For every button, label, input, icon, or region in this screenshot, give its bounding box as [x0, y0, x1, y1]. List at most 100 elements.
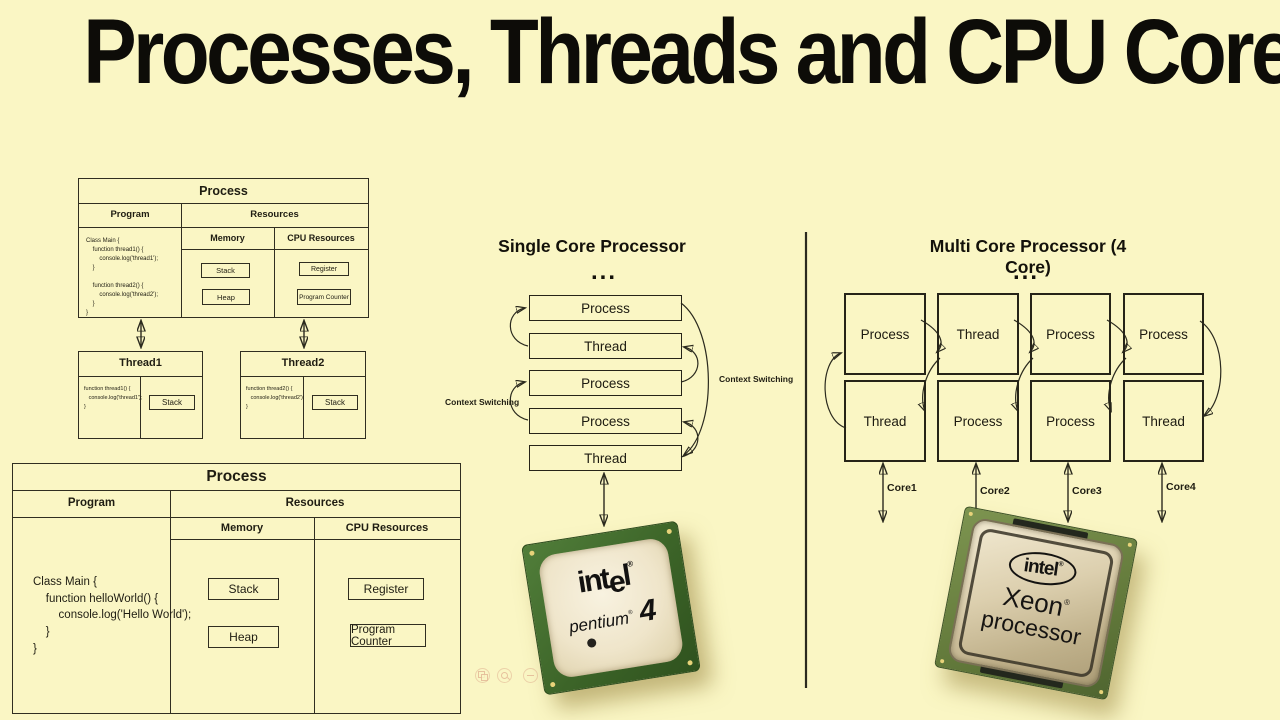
single-core-title: Single Core Processor — [498, 236, 686, 256]
program-code: Class Main { function helloWorld() { con… — [33, 576, 192, 655]
divider — [13, 490, 460, 492]
core-cell: Process — [844, 293, 926, 375]
schedule-box: Thread — [529, 445, 682, 471]
register-box: Register — [299, 262, 349, 276]
program-counter-box: Program Counter — [350, 624, 426, 648]
schedule-box: Thread — [529, 333, 682, 359]
context-switching-label-right: Context Switching — [719, 374, 794, 384]
cpu-resources-header: CPU Resources — [287, 233, 355, 243]
divider — [79, 203, 368, 205]
single-core-dots: ... — [590, 258, 617, 285]
thread1-box: Thread1 function thread1() { console.log… — [78, 351, 203, 439]
core-cell: Thread — [937, 293, 1019, 375]
heap-box: Heap — [202, 289, 250, 305]
chip-corner-dot — [1098, 689, 1104, 695]
magnifier-handle — [506, 676, 510, 680]
schedule-box: Process — [529, 408, 682, 434]
core4-label: Core4 — [1166, 481, 1196, 493]
core-cell: Process — [1123, 293, 1204, 375]
context-switch-arc — [824, 353, 847, 429]
divider — [181, 203, 183, 317]
chip-heat-spreader-outline — [957, 527, 1115, 679]
thread1-title: Thread1 — [119, 357, 162, 369]
multi-core-title: Multi Core Processor (4 Core) — [929, 236, 1127, 277]
program-code: Class Main { function thread1() { consol… — [86, 238, 158, 316]
divider — [274, 227, 276, 317]
resources-header: Resources — [250, 209, 299, 220]
process-title: Process — [206, 468, 267, 485]
heap-box: Heap — [208, 626, 279, 648]
divider — [79, 227, 368, 229]
intel-logo-text: intel — [1022, 555, 1060, 581]
stack-box: Stack — [208, 578, 279, 600]
intel-logo-text: int — [575, 562, 611, 600]
chip-corner-dot — [1127, 542, 1133, 548]
schedule-box: Process — [529, 295, 682, 321]
chip-pin1-dot — [586, 637, 597, 649]
cpu-resources-header: CPU Resources — [345, 522, 429, 534]
registered-mark: ® — [627, 609, 634, 617]
core1-label: Core1 — [887, 482, 917, 494]
registered-mark: ® — [626, 559, 634, 569]
core-cell: Process — [1030, 380, 1111, 462]
pentium-number: 4 — [637, 593, 659, 629]
copy-back-square — [478, 671, 485, 678]
registered-mark: ® — [1057, 560, 1063, 569]
core-cell: Thread — [844, 380, 926, 462]
chip-corner-dot — [549, 681, 556, 688]
core2-label: Core2 — [980, 485, 1010, 497]
chip-corner-dot — [687, 659, 693, 666]
minus-bar — [527, 674, 534, 677]
chip-pcb: intel® Xeon® processor — [933, 505, 1139, 701]
core-cell: Process — [937, 380, 1019, 462]
thread2-box: Thread2 function thread2() { console.log… — [240, 351, 366, 439]
thread1-stack-box: Stack — [149, 395, 195, 410]
core-cell: Process — [1030, 293, 1111, 375]
multi-core-dots: ... — [1012, 258, 1039, 285]
chip-corner-dot — [529, 550, 535, 557]
divider — [140, 376, 142, 438]
pentium4-chip-photo: intel® pentium®4 — [521, 520, 701, 696]
program-counter-box: Program Counter — [297, 289, 351, 305]
process-to-thread-arrows — [141, 321, 304, 347]
thread2-code: function thread2() { console.log('thread… — [246, 386, 305, 410]
xeon-chip-photo: intel® Xeon® processor — [933, 505, 1139, 701]
watermark-zoom-icon — [497, 668, 512, 683]
stack-box: Stack — [201, 263, 250, 278]
chip-heat-spreader: intel® Xeon® processor — [946, 516, 1126, 690]
magnifier-lens — [500, 671, 508, 679]
context-switch-arc — [680, 347, 699, 383]
context-switch-arc — [680, 422, 699, 458]
chip-corner-dot — [968, 511, 974, 517]
resources-header: Resources — [285, 497, 345, 509]
chip-corner-dot — [666, 528, 673, 535]
thread1-code: function thread1() { console.log('thread… — [84, 386, 143, 410]
program-header: Program — [67, 497, 116, 509]
process-diagram-large: Process Program Resources Memory CPU Res… — [12, 463, 461, 714]
process-title: Process — [199, 184, 248, 198]
divider — [303, 376, 305, 438]
program-header: Program — [110, 209, 150, 220]
register-box: Register — [348, 578, 424, 600]
chip-face: intel® pentium®4 — [537, 536, 685, 680]
copy-front-square — [480, 673, 488, 681]
context-switching-label-left: Context Switching — [445, 397, 520, 407]
pentium-text: pentium — [567, 608, 631, 637]
divider — [13, 517, 460, 519]
watermark-copy-icon — [475, 668, 490, 683]
divider — [170, 490, 172, 713]
core-cell: Thread — [1123, 380, 1204, 462]
context-switch-arc — [509, 308, 529, 347]
chip-pcb: intel® pentium®4 — [521, 520, 701, 696]
divider — [314, 517, 316, 713]
memory-header: Memory — [220, 522, 264, 534]
chip-corner-dot — [939, 658, 945, 664]
thread2-title: Thread2 — [281, 357, 325, 369]
schedule-box: Process — [529, 370, 682, 396]
thread2-stack-box: Stack — [312, 395, 358, 410]
context-switch-arc-large — [680, 302, 709, 455]
watermark-minus-icon — [523, 668, 538, 683]
page-title: Processes, Threads and CPU Cores — [83, 1, 1280, 103]
process-diagram-small: Process Program Resources Memory CPU Res… — [78, 178, 369, 318]
core3-label: Core3 — [1072, 485, 1102, 497]
